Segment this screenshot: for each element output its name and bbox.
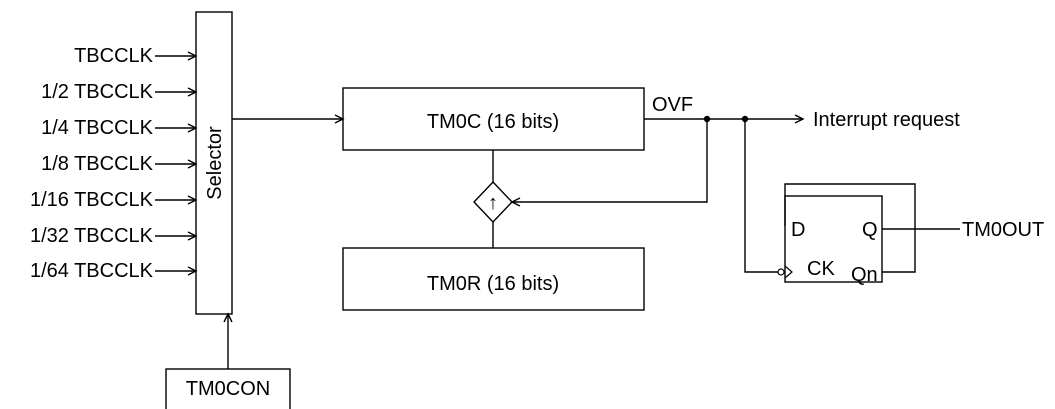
selector-block: Selector xyxy=(195,11,233,315)
input-thirtysecond-tbcclk: 1/32 TBCCLK xyxy=(30,225,198,247)
comparator-symbol: ↑ xyxy=(488,192,498,214)
overflow-path: OVF Interrupt request xyxy=(510,94,960,207)
output-label: TM0OUT xyxy=(962,219,1044,241)
input-label: 1/16 TBCCLK xyxy=(30,189,154,211)
flipflop-q: Q xyxy=(862,219,878,241)
input-label: TBCCLK xyxy=(74,45,154,67)
input-sixtyfourth-tbcclk: 1/64 TBCCLK xyxy=(30,260,198,282)
selector-inputs: TBCCLK 1/2 TBCCLK 1/4 TBCCLK 1/8 TBCCLK … xyxy=(30,45,198,282)
control-register: TM0CON xyxy=(165,312,291,409)
input-label: 1/4 TBCCLK xyxy=(41,117,154,139)
control-label: TM0CON xyxy=(186,378,270,400)
input-quarter-tbcclk: 1/4 TBCCLK xyxy=(41,117,198,139)
comparator: ↑ xyxy=(473,150,513,248)
counter-block: TM0C (16 bits) xyxy=(342,87,645,151)
input-eighth-tbcclk: 1/8 TBCCLK xyxy=(41,153,198,175)
input-half-tbcclk: 1/2 TBCCLK xyxy=(41,81,198,103)
flipflop-ck: CK xyxy=(807,258,835,280)
selector-label: Selector xyxy=(204,126,226,200)
selector-to-counter-wire xyxy=(232,114,345,124)
input-label: 1/8 TBCCLK xyxy=(41,153,154,175)
interrupt-label: Interrupt request xyxy=(813,109,960,131)
reload-register-block: TM0R (16 bits) xyxy=(342,247,645,311)
input-tbcclk: TBCCLK xyxy=(74,45,198,67)
register-label: TM0R (16 bits) xyxy=(427,273,559,295)
input-label: 1/32 TBCCLK xyxy=(30,225,154,247)
flipflop-qn: Qn xyxy=(851,264,878,286)
overflow-label: OVF xyxy=(652,94,693,116)
flipflop-d: D xyxy=(791,219,805,241)
input-label: 1/64 TBCCLK xyxy=(30,260,154,282)
output-flipflop: D Q CK Qn TM0OUT xyxy=(744,119,1044,286)
input-label: 1/2 TBCCLK xyxy=(41,81,154,103)
counter-label: TM0C (16 bits) xyxy=(427,111,559,133)
input-sixteenth-tbcclk: 1/16 TBCCLK xyxy=(30,189,198,211)
